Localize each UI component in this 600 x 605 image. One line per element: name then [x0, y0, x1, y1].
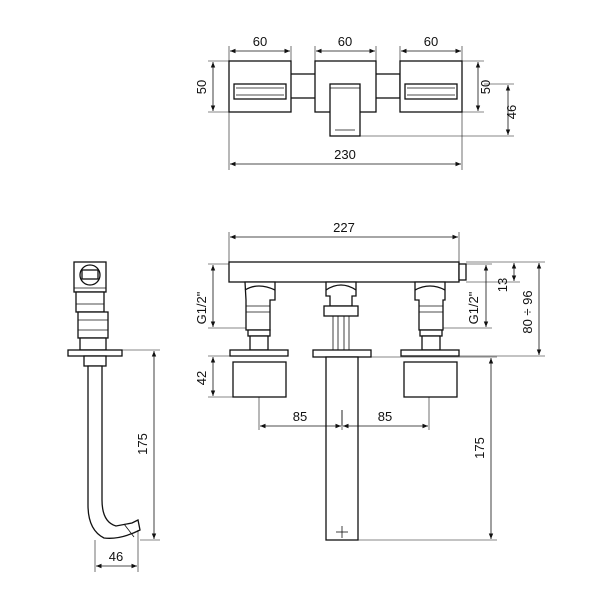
front-overall-width-label: 227	[333, 220, 355, 235]
front-thread-right-label: G1/2"	[466, 291, 481, 324]
top-overall-width-label: 230	[334, 147, 356, 162]
top-spout-depth-label: 46	[504, 105, 519, 119]
side-spout-reach-label: 46	[109, 549, 123, 564]
front-dim-adjust-range: 80 ÷ 96	[459, 261, 545, 357]
front-dim-thread-left: G1/2"	[194, 263, 246, 329]
front-handle-height-label: 42	[194, 371, 209, 385]
side-view: 175 46	[67, 261, 160, 572]
top-dim-overall-width: 230	[228, 112, 463, 170]
front-dim-spout-drop: 175	[358, 356, 497, 541]
side-spout-tip	[123, 523, 135, 538]
front-dim-handle-height: 42	[194, 355, 233, 398]
front-dim-overall-width: 227	[228, 220, 460, 262]
side-escutcheon	[67, 349, 123, 357]
front-dim-thread-right: G1/2"	[443, 263, 492, 329]
front-spout-drop-label: 175	[472, 437, 487, 459]
front-left-handle	[232, 361, 287, 398]
top-right-handle	[399, 60, 463, 113]
top-center-spout	[314, 60, 377, 137]
front-spacing-left-label: 85	[293, 409, 307, 424]
side-handle	[73, 261, 109, 351]
top-width-left-label: 60	[253, 34, 267, 49]
front-dim-bar-height: 13	[466, 261, 520, 292]
top-width-center-label: 60	[338, 34, 352, 49]
front-thread-left-label: G1/2"	[194, 291, 209, 324]
side-spout-drop-label: 175	[135, 433, 150, 455]
front-view: 227 G1/2" 42 G1/2" 13	[194, 220, 545, 541]
front-right-valve	[400, 281, 460, 398]
front-bar-height-label: 13	[495, 278, 510, 292]
top-width-right-label: 60	[424, 34, 438, 49]
front-dim-spacing: 85 85	[258, 397, 430, 430]
top-height-right-label: 50	[478, 80, 493, 94]
side-spout-collar	[83, 355, 107, 367]
side-spout	[87, 365, 141, 539]
top-left-handle	[228, 60, 292, 113]
front-center-spout	[312, 281, 372, 541]
front-right-handle	[403, 361, 458, 398]
top-view: 60 60 60 50 50	[194, 34, 519, 170]
top-height-left-label: 50	[194, 80, 209, 94]
top-dim-width-center: 60	[314, 34, 377, 61]
front-bar-end-cap	[458, 263, 467, 281]
top-dim-width-left: 60	[228, 34, 292, 61]
top-dim-height-right: 50	[462, 60, 493, 113]
front-spout-pipe	[325, 356, 359, 541]
front-spacing-right-label: 85	[378, 409, 392, 424]
top-dim-height-left: 50	[194, 60, 229, 113]
side-dim-spout-reach: 46	[94, 530, 139, 572]
top-dim-spout-depth: 46	[360, 83, 519, 137]
side-dim-spout-drop: 175	[122, 349, 160, 541]
top-dim-width-right: 60	[399, 34, 463, 61]
front-left-valve	[229, 281, 289, 398]
front-adjust-range-label: 80 ÷ 96	[520, 290, 535, 333]
front-top-bar	[228, 261, 460, 283]
